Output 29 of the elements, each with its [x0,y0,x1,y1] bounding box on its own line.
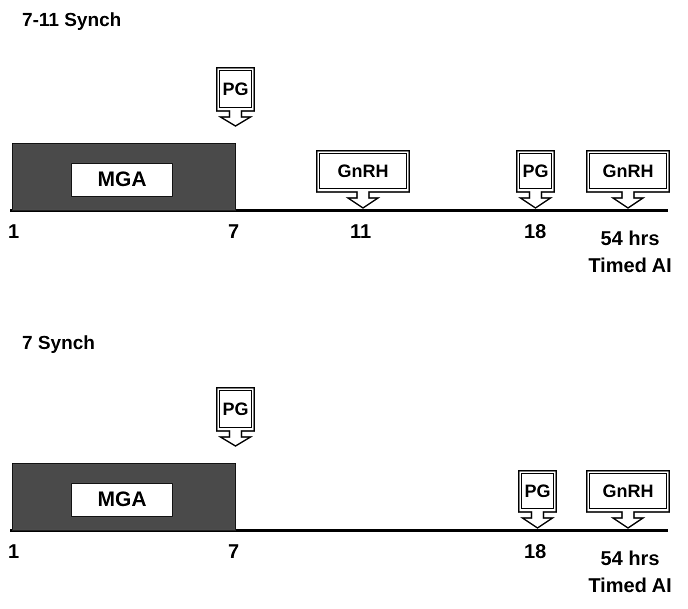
treatment-label-box: MGA [71,483,173,517]
treatment-bar [12,463,236,531]
treatment-label-box: MGA [71,163,173,197]
day-label: 7 [228,220,240,245]
treatment-bar [12,143,236,211]
callout-arrow [216,387,255,447]
day-label: 18 [524,220,546,245]
callout-text: PG [521,160,550,182]
callout-arrow [518,470,557,529]
callout-text: GnRH [602,160,654,182]
section-heading: 7-11 Synch [22,9,122,33]
day-label: 1 [8,220,20,245]
callout-text: GnRH [602,480,654,502]
callout-text: GnRH [336,160,390,182]
callout-text: PG [523,480,552,502]
callout-arrow [586,150,670,209]
day-label: 54 hrs Timed AI [587,547,673,599]
day-label: 1 [8,540,20,565]
callout-text: PG [221,78,250,100]
callout-arrow [216,67,255,127]
callout-arrow [586,470,670,529]
callout-text: PG [221,398,250,420]
day-label: 18 [524,540,546,565]
callout-arrow [516,150,555,209]
section-heading: 7 Synch [22,332,95,356]
day-label: 7 [228,540,240,565]
day-label: 11 [350,220,372,245]
callout-arrow [316,150,410,209]
day-label: 54 hrs Timed AI [587,227,673,279]
